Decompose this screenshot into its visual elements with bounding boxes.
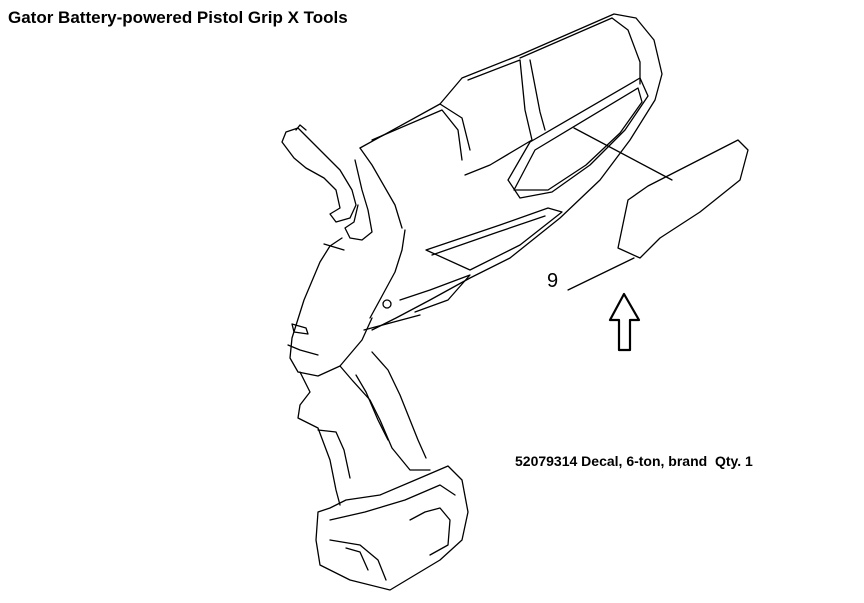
tool-housing — [360, 14, 662, 330]
up-arrow-icon — [610, 294, 639, 350]
leader-line-callout — [568, 258, 634, 290]
part-description: 52079314 Decal, 6-ton, brand Qty. 1 — [515, 453, 753, 469]
battery-pack — [316, 466, 468, 590]
callout-number: 9 — [547, 270, 559, 292]
tool-lower-body — [364, 208, 562, 330]
page-title: Gator Battery-powered Pistol Grip X Tool… — [8, 8, 348, 27]
decal-shape — [618, 140, 748, 258]
side-window — [508, 78, 648, 198]
pistol-grip-handle — [298, 352, 430, 505]
jaw-assembly — [282, 125, 391, 376]
leader-line-decal — [574, 128, 672, 180]
